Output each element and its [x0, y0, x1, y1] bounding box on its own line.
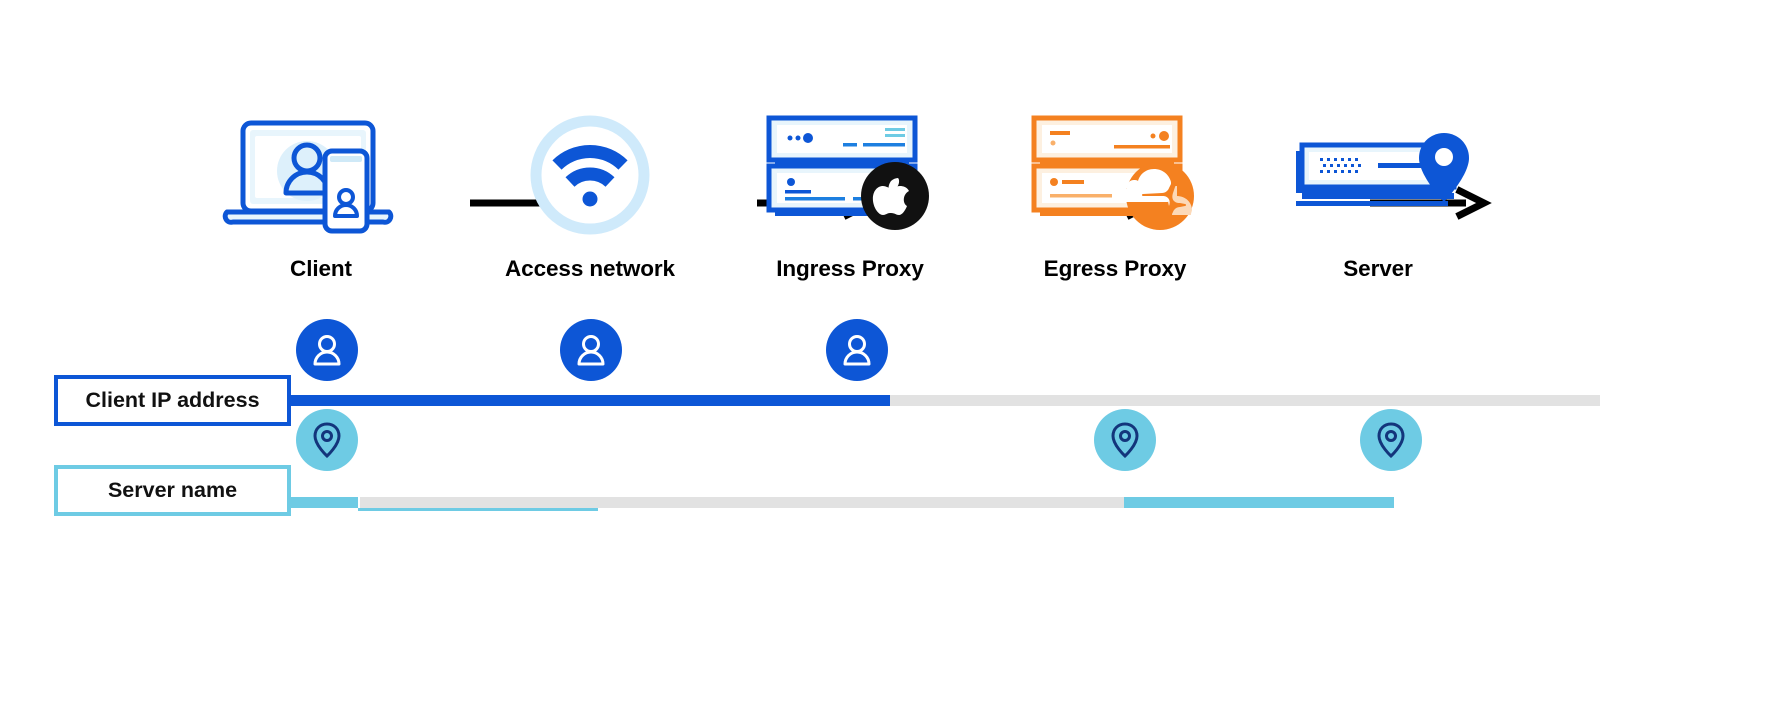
- server-stack-orange-icon: [1031, 115, 1194, 230]
- server-unit-icon: [1296, 133, 1469, 206]
- ingress-proxy-icon-wrap: [735, 110, 965, 240]
- flow-node-ingress-proxy: Ingress Proxy: [735, 110, 965, 282]
- map-pin-icon: [313, 422, 341, 459]
- server-name-hint-line: [358, 508, 598, 511]
- flow-node-server: Server: [1263, 110, 1493, 282]
- client-icon-wrap: [206, 110, 436, 240]
- track-label-server-name: Server name: [54, 465, 291, 516]
- flow-node-egress-proxy: Egress Proxy: [1000, 110, 1230, 282]
- flow-node-access-network: Access network: [475, 110, 705, 282]
- person-icon: [577, 335, 605, 366]
- flow-label-egress-proxy: Egress Proxy: [1043, 256, 1187, 281]
- server-stack-blue-icon: [766, 115, 929, 230]
- track-label-text: Server name: [107, 478, 238, 502]
- access-network-icon-wrap: [475, 110, 705, 240]
- egress-proxy-icon-wrap: [1000, 110, 1230, 240]
- client-ip-node-2[interactable]: [560, 319, 622, 381]
- client-ip-unknown-line: [888, 395, 1600, 406]
- flow-label-access-network: Access network: [505, 256, 675, 281]
- map-pin-badge: [1419, 133, 1469, 202]
- person-icon: [843, 335, 871, 366]
- flow-label-client: Client: [290, 256, 352, 281]
- server-name-known-line-right: [1124, 497, 1394, 508]
- cloudflare-logo-badge: [1118, 162, 1194, 230]
- map-pin-icon: [1377, 422, 1405, 459]
- server-icon-wrap: [1263, 110, 1493, 240]
- server-name-node-3[interactable]: [1360, 409, 1422, 471]
- server-name-node-2[interactable]: [1094, 409, 1156, 471]
- server-name-known-line-left: [258, 497, 358, 508]
- laptop-phone-user-icon: [222, 120, 394, 234]
- client-ip-node-1[interactable]: [296, 319, 358, 381]
- person-icon: [313, 335, 341, 366]
- track-label-text: Client IP address: [85, 388, 260, 412]
- flow-label-ingress-proxy: Ingress Proxy: [776, 256, 924, 281]
- wifi-circle-icon: [530, 115, 650, 235]
- apple-logo-badge: [861, 162, 929, 230]
- server-name-node-1[interactable]: [296, 409, 358, 471]
- track-label-client-ip-address: Client IP address: [54, 375, 291, 426]
- map-pin-icon: [1111, 422, 1139, 459]
- server-name-unknown-line: [360, 497, 1125, 508]
- flow-node-client: Client: [206, 110, 436, 282]
- client-ip-node-3[interactable]: [826, 319, 888, 381]
- flow-label-server: Server: [1343, 256, 1413, 281]
- client-ip-known-line: [258, 395, 890, 406]
